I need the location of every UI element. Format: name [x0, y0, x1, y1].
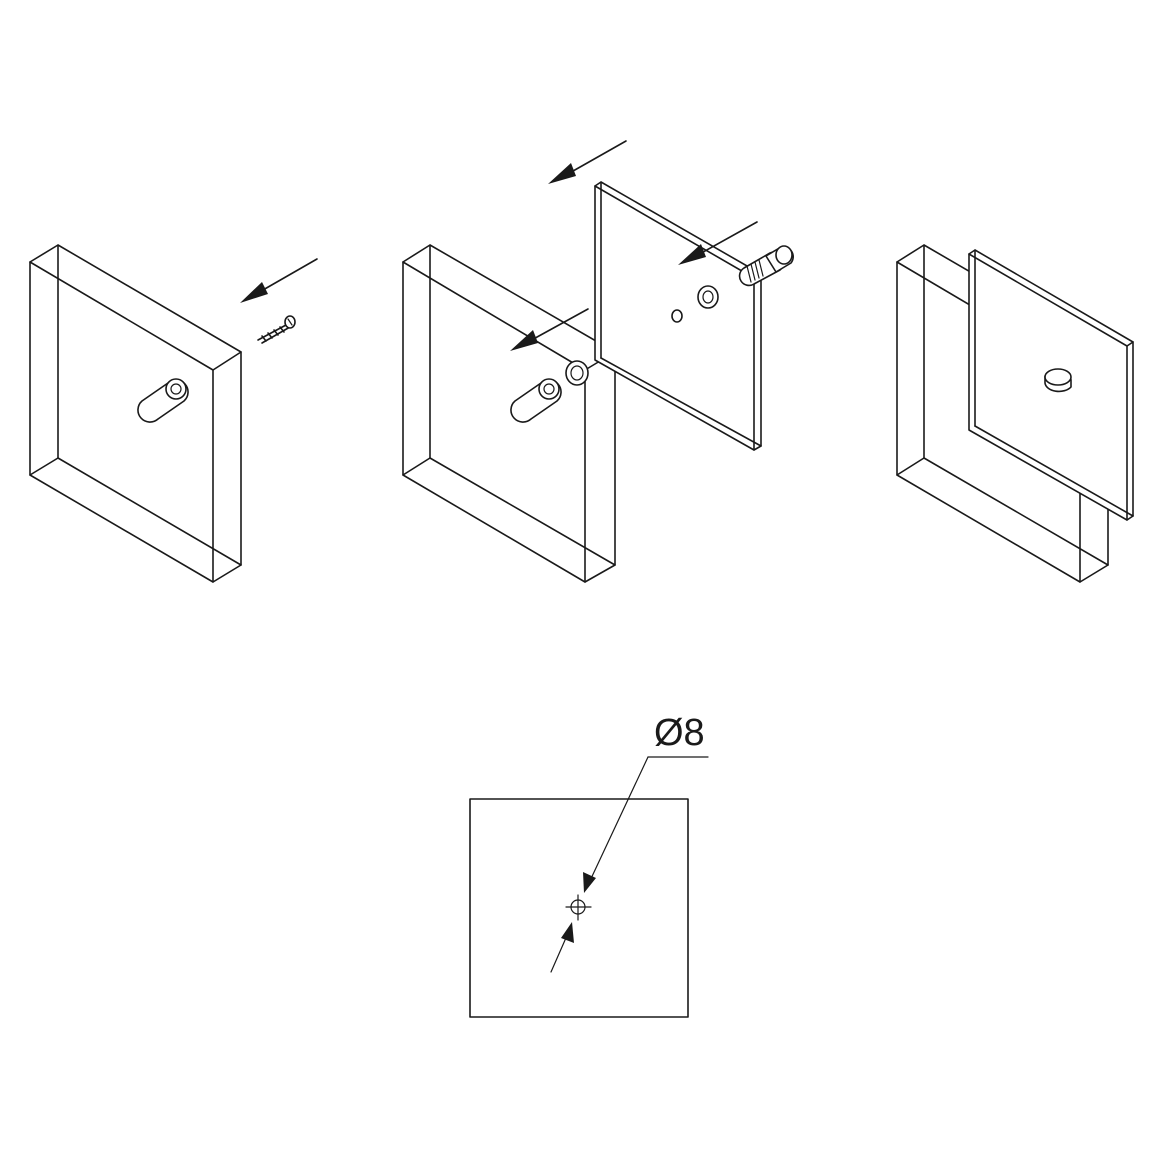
diameter-label: Ø8 — [654, 712, 705, 754]
pin-head-icon — [1044, 368, 1072, 393]
hole-position-drawing: Ø8 — [469, 712, 709, 1018]
dimension-leader — [550, 756, 709, 973]
cover-plate-hole — [697, 285, 719, 309]
washer-icon — [565, 360, 589, 386]
cover-plate — [594, 181, 762, 451]
screw-icon — [257, 315, 296, 344]
plate-direction-arrow — [548, 140, 627, 184]
step-2-assembly — [402, 140, 794, 583]
spacer-sleeve-1 — [137, 378, 189, 423]
panel-1 — [29, 244, 242, 583]
insert-direction-arrow-3 — [678, 221, 758, 265]
threaded-pin-icon — [738, 245, 794, 287]
panel-2 — [402, 244, 616, 583]
hole-marker — [565, 894, 592, 921]
step-1-assembly — [29, 244, 318, 583]
insert-direction-arrow-2 — [510, 308, 589, 351]
plate-outline — [469, 798, 689, 1018]
spacer-sleeve-2 — [510, 378, 562, 423]
insert-direction-arrow-1 — [240, 258, 318, 303]
step-3-assembled — [896, 244, 1134, 583]
